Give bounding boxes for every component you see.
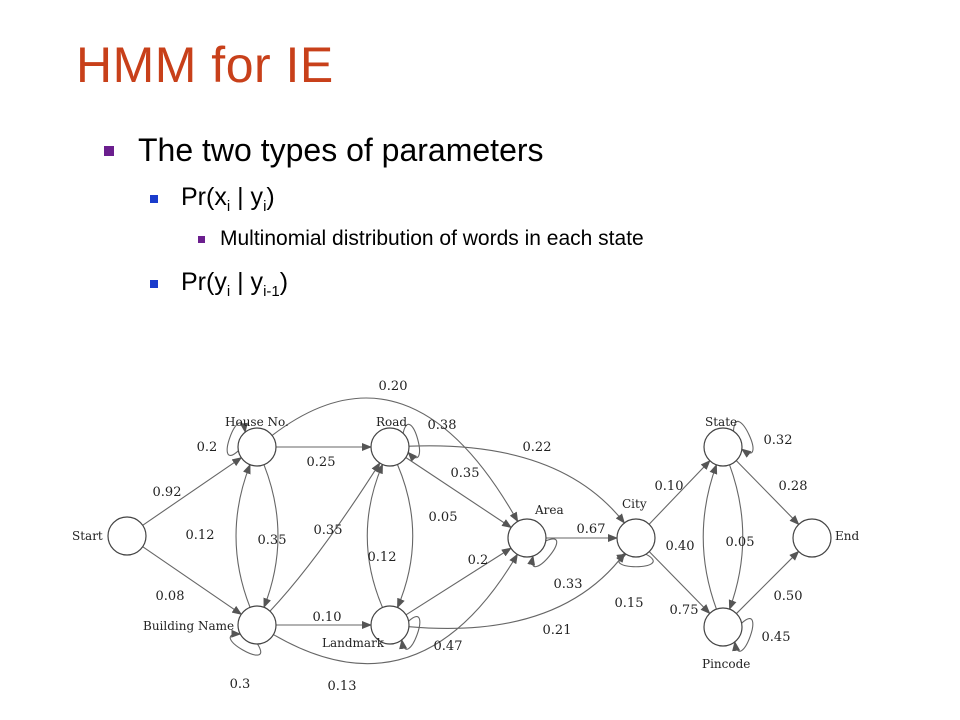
prob-label-road-city: 0.22 [523,440,552,455]
state-node-landmark [370,605,410,645]
transition-road-landmark [396,464,414,609]
state-node-end [792,518,832,558]
transition-landmark-road [366,463,384,608]
prob-label-house-building: 0.35 [258,533,287,548]
prob-label-road-road: 0.38 [428,418,457,433]
transition-road-city [408,445,625,524]
transition-house-area [271,397,519,523]
prob-label-pincode-pincode: 0.45 [762,630,791,645]
param-bullet-emission: Pr(xi | yi) [150,183,275,215]
prob-label-landmark-city: 0.21 [543,623,572,638]
prob-label-building-building: 0.3 [230,677,251,692]
prob-label-building-house: 0.12 [186,528,215,543]
prob-label-pincode-end: 0.50 [774,589,803,604]
transition-area-area [527,538,558,568]
state-label-building: Building Name [143,619,234,633]
prob-label-building-landmark: 0.10 [313,610,342,625]
transition-building-building [229,629,262,656]
prob-label-state-pincode: 0.05 [726,535,755,550]
prob-label-area-city: 0.67 [577,522,606,537]
state-node-city [616,518,656,558]
prob-label-area-area: 0.33 [554,577,583,592]
prob-label-landmark-road: 0.12 [368,550,397,565]
prob-label-city-pincode: 0.75 [670,603,699,618]
prob-label-start-house: 0.92 [153,485,182,500]
state-label-area: Area [534,503,564,517]
transition-city-city [616,553,654,568]
param-text-transition: Pr(yi | yi-1) [181,268,289,300]
prob-label-pincode-state: 0.40 [666,539,695,554]
prob-label-building-area: 0.13 [328,679,357,694]
transition-building-house [235,463,251,608]
state-label-landmark: Landmark [322,636,385,650]
prob-label-state-end: 0.28 [779,479,808,494]
state-node-house [237,427,277,467]
prob-label-landmark-landmark: 0.47 [434,639,463,654]
transition-pincode-end [736,550,800,614]
hmm-state-diagram: 0.92 0.08 0.2 0.25 0.35 0.20 0.12 0.3 0.35 0.10 0.… [72,379,859,694]
prob-label-city-city: 0.15 [615,596,644,611]
prob-label-house-house: 0.2 [197,440,218,455]
state-node-building [237,605,277,645]
prob-label-landmark-area: 0.2 [468,553,489,568]
state-node-area [507,518,547,558]
prob-label-road-area: 0.35 [451,466,480,481]
bullet-marker [150,195,158,203]
transition-house-house [226,422,248,456]
state-label-state: State [705,415,737,429]
transition-landmark-landmark [399,616,421,650]
state-label-house: House No. [225,415,289,429]
transition-state-end [735,460,800,526]
prob-label-house-area: 0.20 [379,379,408,394]
transition-city-pincode [648,551,711,615]
state-node-road [370,427,410,467]
transition-road-road [402,423,420,462]
transition-road-area [405,457,513,529]
main-bullet: The two types of parameters [104,132,544,169]
transition-landmark-area [405,547,512,616]
transition-state-pincode [728,464,744,611]
transition-start-building [142,546,243,615]
prob-label-road-landmark: 0.05 [429,510,458,525]
transition-landmark-city [408,552,626,629]
prob-label-state-state: 0.32 [764,433,793,448]
main-bullet-text: The two types of parameters [138,132,544,168]
sub-bullet-text: Multinomial distribution of words in eac… [220,227,644,250]
transition-start-house [142,457,243,526]
state-label-road: Road [376,415,407,429]
transition-pincode-pincode [732,618,754,652]
prob-label-house-road: 0.25 [307,455,336,470]
transition-house-building [263,464,279,609]
bullet-marker [150,280,158,288]
state-label-pincode: Pincode [702,657,750,671]
state-label-city: City [622,497,647,511]
state-node-pincode [703,607,743,647]
state-label-start: Start [72,529,103,543]
prob-label-city-state: 0.10 [655,479,684,494]
state-label-end: End [835,529,859,543]
state-node-start [107,516,147,556]
transition-city-state [648,460,711,525]
bullet-marker [104,145,114,156]
prob-label-start-building: 0.08 [156,589,185,604]
state-node-state [703,427,743,467]
param-bullet-transition: Pr(yi | yi-1) [150,268,288,300]
slide-title: HMM for IE [76,37,334,93]
transition-building-road [269,462,381,612]
prob-label-building-road: 0.35 [314,523,343,538]
transition-state-state [732,421,754,458]
transition-pincode-state [702,463,718,610]
param-text-emission: Pr(xi | yi) [181,183,275,215]
sub-bullet: Multinomial distribution of words in eac… [198,227,644,251]
bullet-marker [198,235,205,243]
transition-building-area [273,553,518,665]
